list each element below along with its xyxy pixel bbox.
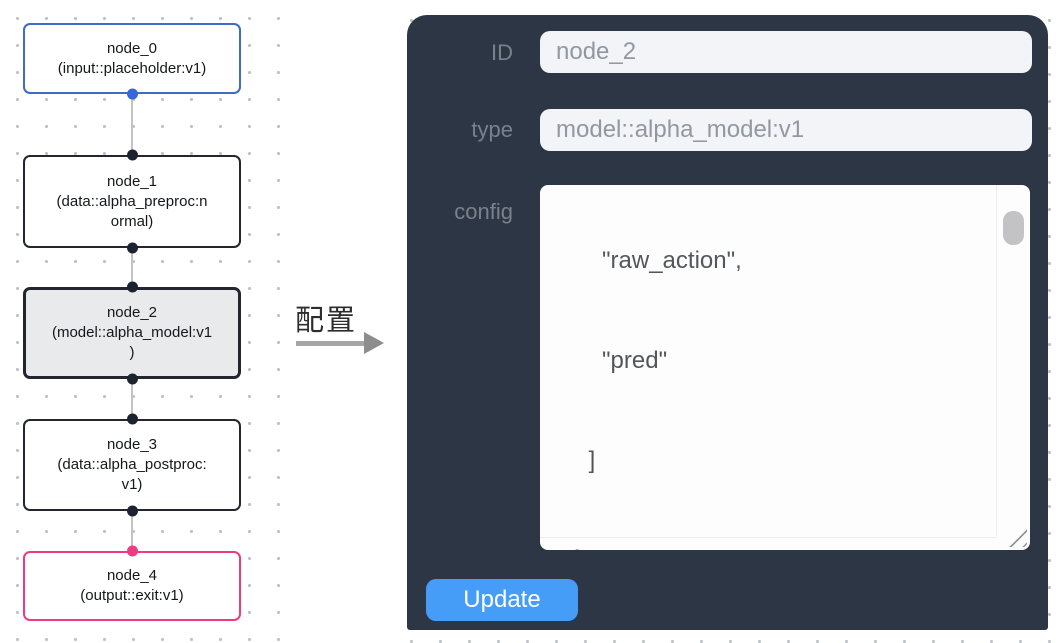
arrow-right-icon [364,332,384,354]
node-3[interactable]: node_3 (data::alpha_postproc: v1) [23,419,241,511]
handle-node1-source[interactable] [126,242,138,254]
handle-node1-target[interactable] [126,149,138,161]
node-1-type-line1: (data::alpha_preproc:n [56,192,208,210]
type-input[interactable] [540,109,1032,151]
node-4[interactable]: node_4 (output::exit:v1) [23,551,241,621]
type-field-label: type [471,117,513,142]
node-0[interactable]: node_0 (input::placeholder:v1) [23,23,241,94]
handle-node2-source[interactable] [126,373,138,385]
node-3-type-line1: (data::alpha_postproc: [57,456,207,473]
vertical-scrollbar-track [996,185,997,536]
node-2-type-line1: (model::alpha_model:v1 [51,324,213,341]
edge-node0-node1 [131,94,133,155]
node-config-panel: ID type config "raw_action", "pred" ] },… [407,15,1048,630]
node-4-type: (output::exit:v1) [80,587,184,604]
node-3-title: node_3 [106,436,158,453]
handle-node0-source[interactable] [126,88,138,100]
node-3-type-line2: v1) [121,476,143,493]
id-input[interactable] [540,31,1032,73]
handle-node3-target[interactable] [126,413,138,425]
handle-node3-source[interactable] [126,505,138,517]
node-1[interactable]: node_1 (data::alpha_preproc:n ormal) [23,155,241,248]
horizontal-scrollbar-track [540,537,997,538]
update-button[interactable]: Update [426,579,578,621]
node-4-title: node_4 [106,567,158,584]
handle-node2-target[interactable] [126,281,138,293]
panel-canvas: ID type config "raw_action", "pred" ] },… [390,0,1062,643]
node-0-type: (input::placeholder:v1) [57,59,207,77]
id-field-label: ID [491,40,513,65]
flow-canvas[interactable]: node_0 (input::placeholder:v1) node_1 (d… [0,0,283,643]
arrow-line [296,341,366,346]
textarea-resize-grip-icon[interactable] [1009,529,1027,547]
node-0-title: node_0 [106,39,158,57]
config-annotation-label: 配置 [295,305,358,337]
edge-node3-node4 [131,511,133,551]
vertical-scrollbar-thumb[interactable] [1003,211,1024,245]
config-json-textarea[interactable]: "raw_action", "pred" ] }, "trace": { "sc… [540,185,1030,550]
node-2-title: node_2 [106,304,158,321]
config-json-text: "raw_action", "pred" ] }, "trace": { "sc… [562,247,742,550]
edge-node2-node3 [131,379,133,419]
edge-node1-node2 [131,248,133,287]
config-field-label: config [454,199,513,224]
node-1-type-line2: ormal) [110,212,154,230]
node-1-title: node_1 [106,172,158,190]
node-2-selected[interactable]: node_2 (model::alpha_model:v1 ) [23,287,241,379]
node-2-type-line2: ) [129,344,135,361]
handle-node4-target[interactable] [126,545,138,557]
